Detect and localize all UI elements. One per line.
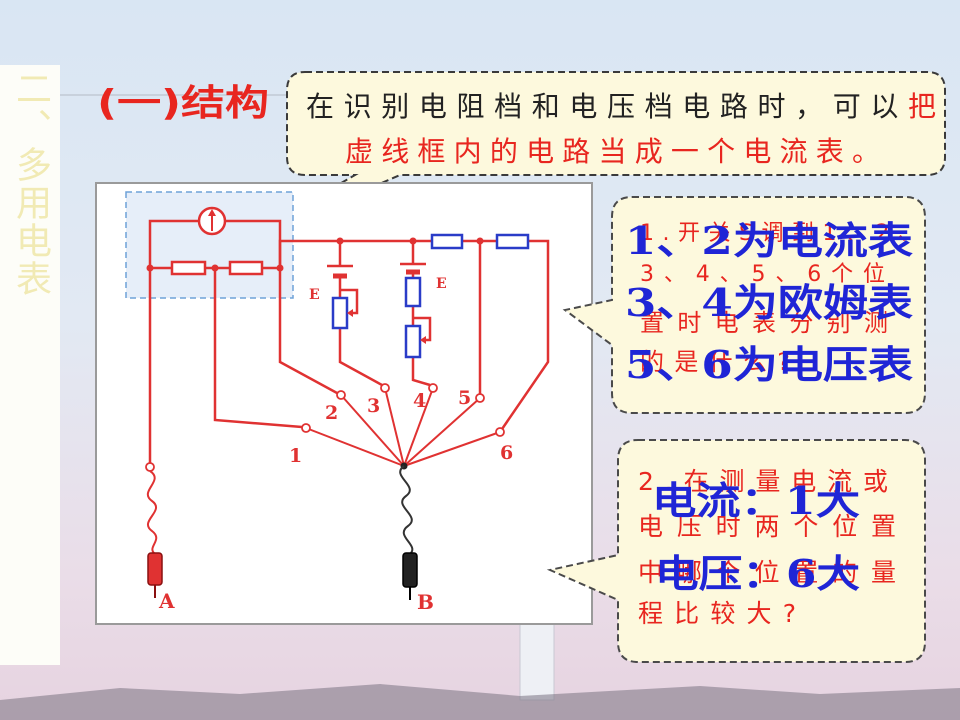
battery-2-label: E — [436, 276, 447, 292]
callout-2-answer-line: 电流：1大 — [652, 478, 860, 523]
contact-1 — [301, 423, 311, 433]
probe-a-terminal — [145, 462, 155, 472]
rheostat-1 — [331, 296, 349, 330]
top-callout: 在识别电阻档和电压档电路时，可以把 虚线框内的电路当成一个电流表。 — [221, 71, 946, 253]
junction-dot — [211, 264, 219, 272]
callout-2: 2.在测量电流或 电压时两个位置 中哪个位置的量 程比较大? 电流：1大 电压：… — [546, 439, 926, 663]
switch-blades — [305, 387, 501, 467]
fixed-resistor-e2 — [404, 276, 422, 308]
callout-1-answer-line: 1、2为电流表 — [625, 218, 913, 263]
switch-contacts — [145, 383, 505, 472]
contact-4 — [428, 383, 438, 393]
rheostat-1-arrow — [347, 309, 353, 317]
probe-a — [147, 552, 163, 586]
position-6-label: 6 — [500, 442, 513, 464]
position-2-wire — [278, 268, 338, 395]
callout-2-bubble — [546, 439, 926, 663]
callout-1: 1.开关S调到1、2、 3、4、5、6个位 置时电表分别测 的是什么? 1、2为… — [562, 196, 926, 414]
galvanometer — [197, 206, 227, 236]
circuit-wires — [148, 219, 550, 463]
junction-dot — [276, 264, 284, 272]
top-callout-bubble — [221, 71, 946, 253]
callout-1-question-line: 3、4、5、6个位 — [640, 262, 885, 287]
rocks — [0, 684, 960, 720]
probe-a-lead — [146, 470, 158, 555]
callout-2-question-line: 电压时两个位置 — [638, 512, 896, 541]
slide-title: (一)结构 — [97, 83, 269, 124]
callout-1-question-line: 置时电表分别测 — [640, 309, 888, 337]
blade-6 — [403, 431, 501, 467]
callout-1-answer-line: 3、4为欧姆表 — [625, 280, 913, 325]
top-callout-line1: 在识别电阻档和电压档电路时，可以把 — [306, 90, 936, 123]
junction-dot — [146, 264, 154, 272]
blade-5 — [403, 397, 481, 467]
position-1-label: 1 — [289, 445, 302, 467]
position-3-wire — [338, 241, 383, 387]
junction-dot — [336, 237, 344, 245]
callout-1-answer-line: 5、6为电压表 — [625, 342, 913, 387]
side-title: 二、多用电表 — [10, 70, 51, 298]
top-callout-line2: 虚线框内的电路当成一个电流表。 — [345, 135, 880, 168]
shunt-resistor-1 — [170, 260, 207, 276]
probe-b-label: B — [417, 590, 434, 614]
blade-1 — [305, 427, 405, 467]
probe-b — [402, 552, 418, 588]
callout-1-bubble — [562, 196, 926, 414]
galvanometer-arrow-icon — [208, 209, 216, 216]
blade-3 — [384, 387, 405, 467]
junction-dot — [476, 237, 484, 245]
position-4-wire — [411, 241, 431, 387]
rheostat-2 — [404, 324, 422, 359]
blade-2 — [340, 394, 405, 467]
contact-3 — [380, 383, 390, 393]
batteries — [327, 262, 426, 279]
position-4-label: 4 — [413, 390, 426, 412]
probe-a-label: A — [158, 589, 175, 613]
shunt-resistor-2 — [228, 260, 264, 276]
junction-dot — [409, 237, 417, 245]
rheostat-2-wiper — [413, 316, 432, 342]
rheostat-1-wiper — [340, 288, 359, 315]
contact-5 — [475, 393, 485, 403]
position-2-label: 2 — [325, 402, 338, 424]
circuit-diagram: E E 1 2 3 4 5 6 A B — [125, 191, 550, 614]
position-3-label: 3 — [367, 395, 380, 417]
side-strip — [0, 65, 60, 665]
contact-2 — [336, 390, 346, 400]
top-callout-line1-highlight: 把 — [908, 90, 936, 123]
probe-b-lead — [399, 465, 414, 555]
junction-dots — [146, 237, 484, 272]
position-1-wire — [213, 268, 303, 429]
callout-2-answer-line: 电压：6大 — [655, 551, 860, 596]
blade-4 — [403, 387, 434, 467]
series-resistor-1 — [430, 233, 464, 250]
callout-2-question-line: 中哪个位置的量 — [638, 558, 896, 587]
series-resistor-2 — [495, 233, 530, 250]
battery-1-label: E — [309, 287, 320, 303]
resistors — [170, 233, 530, 359]
rheostat-2-arrow — [420, 336, 426, 344]
contact-6 — [495, 427, 505, 437]
position-5-label: 5 — [458, 387, 471, 409]
